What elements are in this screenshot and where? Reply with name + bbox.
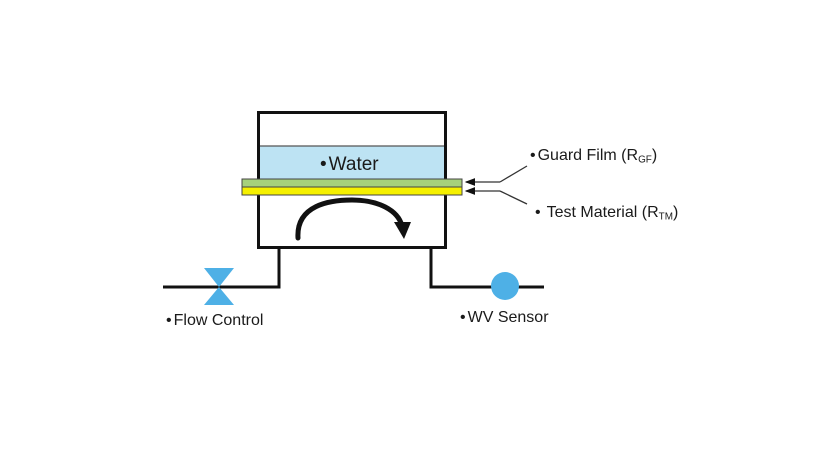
water-reservoir: [259, 146, 445, 179]
flow-control-label: •Flow Control: [166, 313, 263, 329]
inlet-pipe: [163, 247, 281, 289]
bullet: •: [166, 312, 172, 329]
circulation-arrow: [295, 197, 405, 241]
guard-film-label: •Guard Film (RGF): [530, 148, 657, 165]
bullet: •: [320, 154, 327, 175]
guard-film-subscript: GF: [638, 154, 652, 166]
guard-film-close: ): [651, 147, 658, 164]
test-material-layer: [241, 186, 463, 196]
test-material-close: ): [672, 204, 679, 221]
wv-sensor-label: •WV Sensor: [460, 310, 549, 326]
guard-film-text: Guard Film (R: [537, 147, 639, 164]
guard-film-leader: [499, 165, 528, 183]
test-material-leader: [499, 190, 528, 205]
circulation-arrowhead: [394, 222, 411, 239]
test-material-text: Test Material (R: [546, 204, 659, 221]
sensor-icon: [491, 272, 519, 300]
guard-film-layer: [241, 178, 463, 188]
test-material-label: • Test Material (RTM): [535, 205, 678, 222]
bullet: •: [460, 309, 466, 326]
bullet: •: [535, 204, 541, 221]
outlet-pipe: [429, 247, 544, 289]
wv-sensor-text: WV Sensor: [467, 309, 549, 326]
bullet: •: [530, 147, 536, 164]
test-material-subscript: TM: [658, 211, 673, 223]
valve-icon: [204, 268, 234, 305]
flow-control-text: Flow Control: [173, 312, 264, 329]
water-text: Water: [328, 154, 379, 175]
water-label: •Water: [320, 155, 379, 174]
